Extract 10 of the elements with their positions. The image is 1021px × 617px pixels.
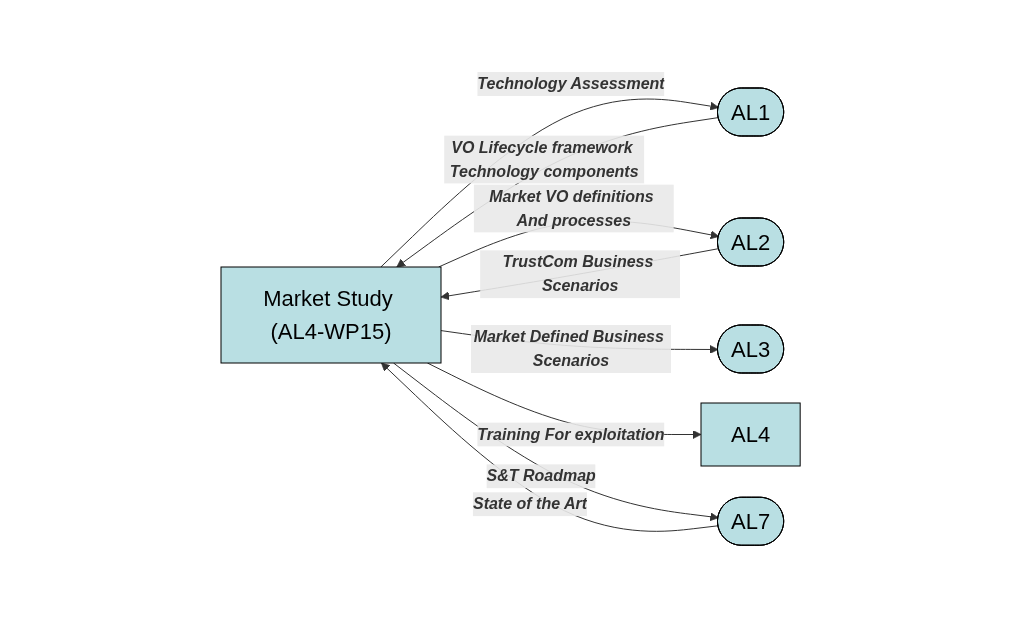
edge-label: TrustCom Business Scenarios [502, 253, 654, 295]
edge-label: S&T Roadmap [486, 467, 596, 485]
edge-label: State of the Art [472, 495, 587, 513]
edge-label: Technology Assessment [477, 74, 665, 92]
node-box: Market Study (AL4-WP15) [220, 266, 442, 364]
node-box: AL4 [700, 402, 801, 467]
edge-label: Training For exploitation [477, 425, 665, 443]
edge-label: Market Defined Business Scenarios [473, 327, 664, 369]
edge-label: Market VO definitions And processes [489, 187, 654, 229]
edge-label: VO Lifecycle framework Technology components [449, 138, 639, 180]
